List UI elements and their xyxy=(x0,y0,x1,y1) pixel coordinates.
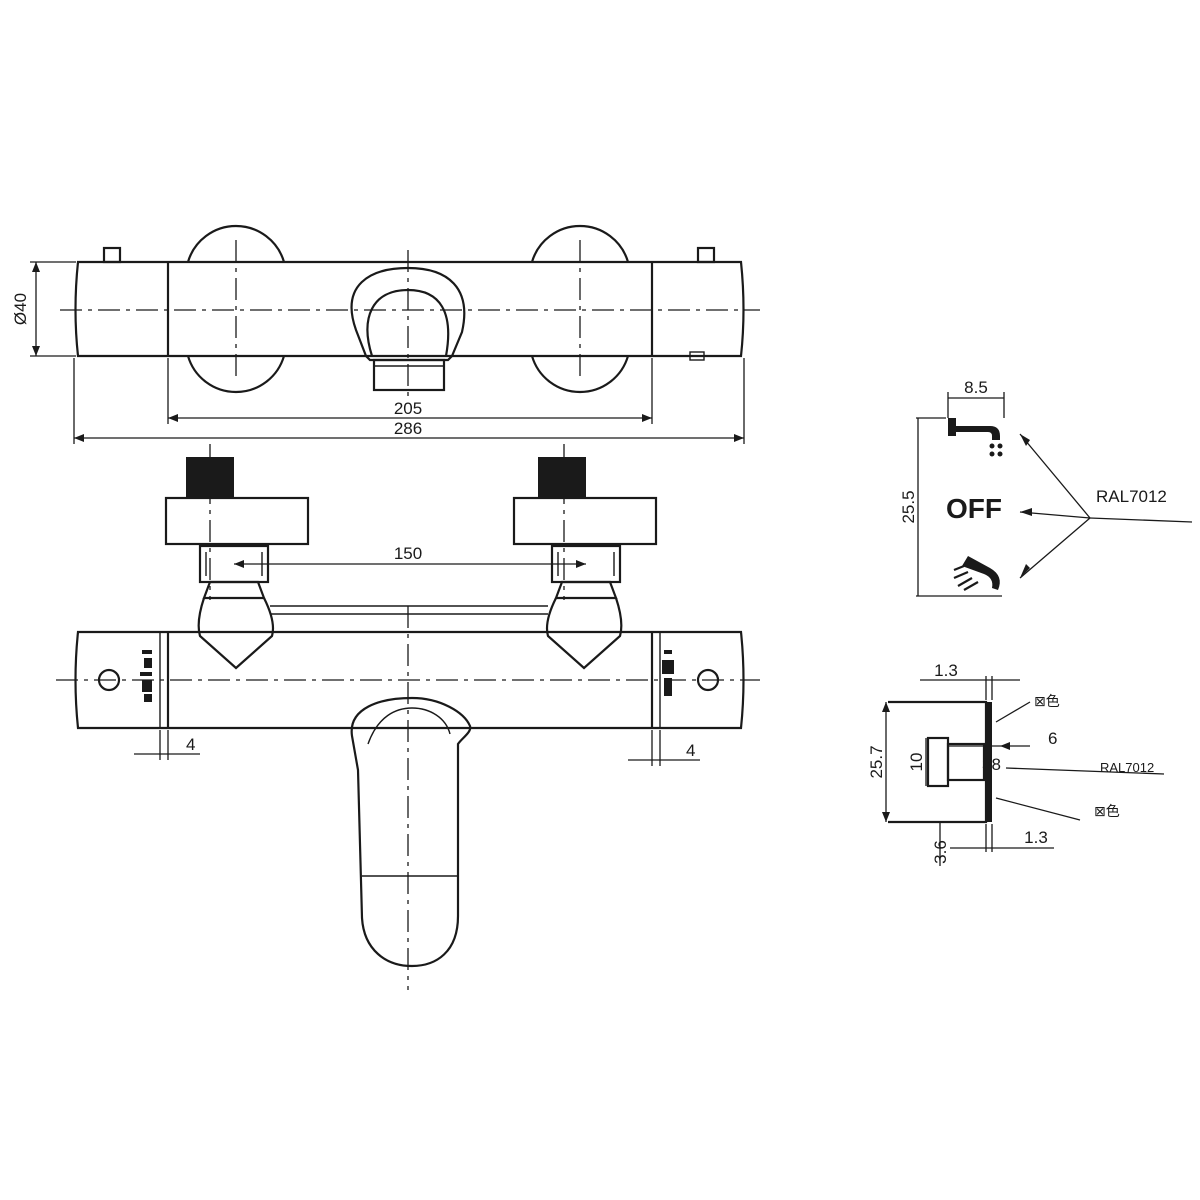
spout-icon xyxy=(948,418,1003,457)
dimension-inlet-spacing: 150 xyxy=(234,544,586,568)
knob-section: 38 1.3 25.7 10 6 3.6 1.3 ⊠色 RAL7012 ⊠色 xyxy=(867,661,1165,866)
knob-depth-label: 6 xyxy=(1048,729,1057,748)
color-note-1: ⊠色 xyxy=(1034,693,1060,710)
offset-left-label: 4 xyxy=(186,735,195,754)
knob-inner-label: 10 xyxy=(907,753,926,772)
dimension-offsets: 4 4 xyxy=(134,730,700,766)
color-code-knob: RAL7012 xyxy=(1100,760,1154,775)
knob-bottom-label: 3.6 xyxy=(931,840,950,864)
color-note-2: ⊠色 xyxy=(1094,803,1120,820)
ring-bottom-label: 1.3 xyxy=(1024,828,1048,847)
off-label: OFF xyxy=(946,493,1002,524)
temperature-scale-icon xyxy=(140,650,674,702)
knob-number: 38 xyxy=(982,755,1001,774)
dimension-inner-length: 205 xyxy=(167,358,653,424)
ring-top-label: 1.3 xyxy=(934,661,958,680)
front-view xyxy=(56,444,760,990)
top-view xyxy=(60,224,760,400)
offset-right-label: 4 xyxy=(686,741,695,760)
diameter-label: Ø40 xyxy=(11,293,30,325)
inner-length-label: 205 xyxy=(394,399,422,418)
color-code-top: RAL7012 xyxy=(1096,487,1167,506)
knob-height-label: 25.7 xyxy=(867,745,886,778)
symbol-panel: 8.5 25.5 OFF RAL7012 xyxy=(899,378,1193,597)
dimension-diameter: Ø40 xyxy=(11,261,76,357)
overall-length-label: 286 xyxy=(394,419,422,438)
inlet-spacing-label: 150 xyxy=(394,544,422,563)
symbol-width-label: 8.5 xyxy=(964,378,988,397)
shower-head-icon xyxy=(953,556,1000,591)
symbol-height-label: 25.5 xyxy=(899,490,918,523)
dimension-overall-length: 286 xyxy=(73,358,745,444)
